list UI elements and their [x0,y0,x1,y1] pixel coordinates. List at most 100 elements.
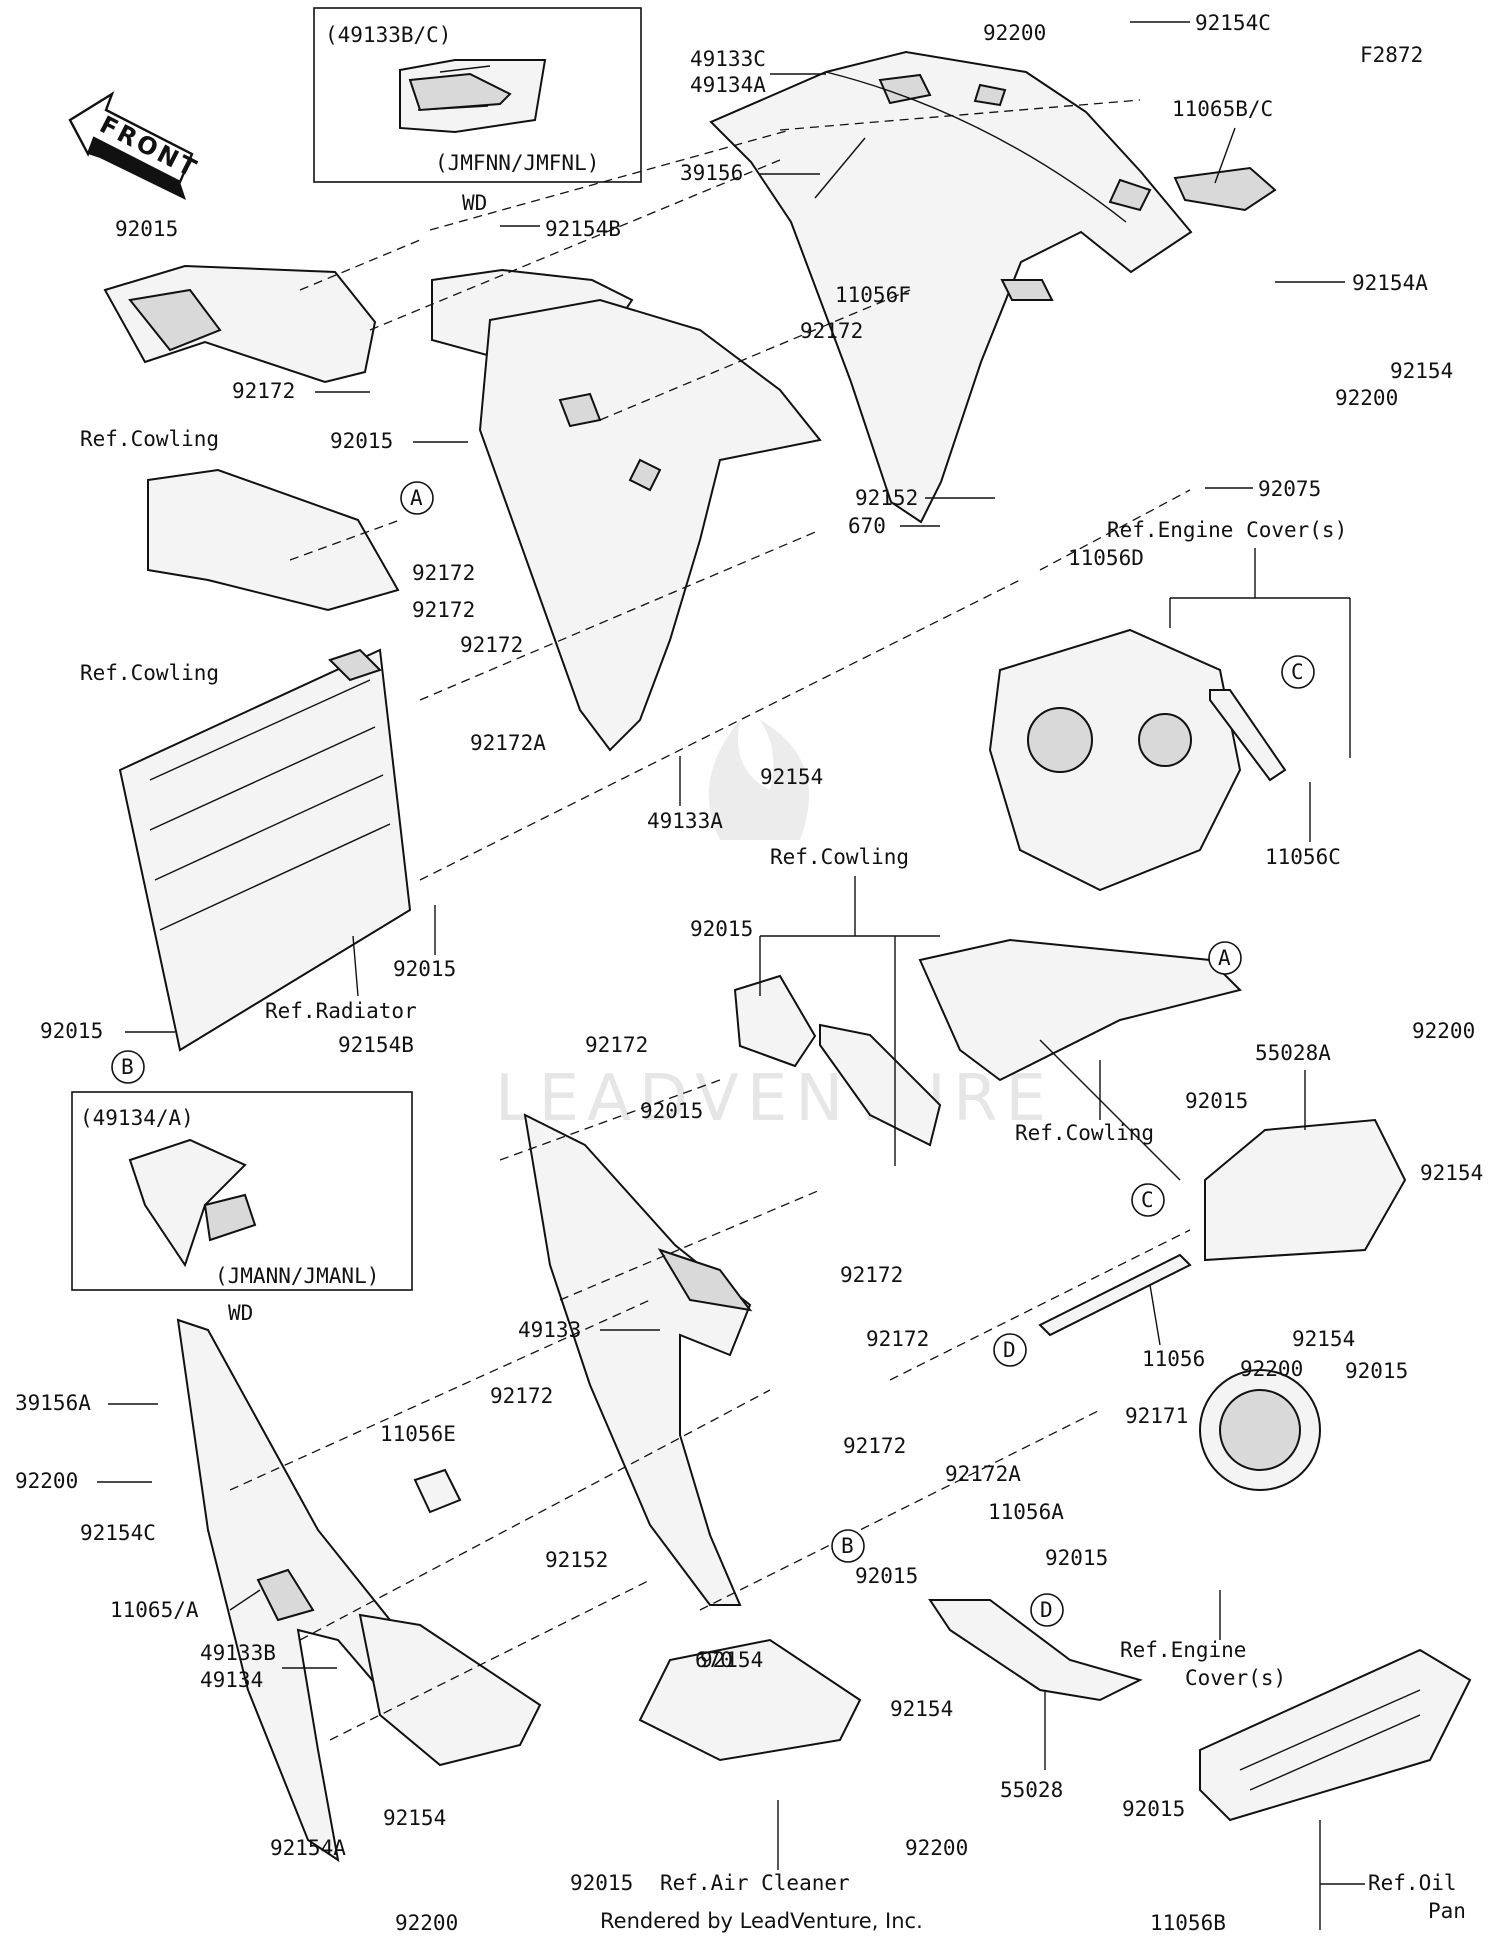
upper-cowl-shape [709,50,1193,524]
label-92172-c: 92172 [412,598,475,622]
cowling-piece-3-shape [918,938,1242,1082]
lower-fairing-left-shape [176,1318,440,1863]
part-11065a-shape [256,1568,315,1622]
inset-1-variant: (JMFNN/JMFNL) [435,151,599,175]
label-49133a: 49133A [647,809,723,833]
label-92200-top: 92200 [983,21,1046,45]
marker-b-left [111,1050,145,1084]
leader-lines [229,99,1191,1741]
label-ref-cowling-b: Ref.Cowling [80,661,219,685]
part-11056c-shape [1209,689,1287,782]
part-55028a-shape [1204,1118,1407,1262]
label-92015-j: 92015 [1045,1546,1108,1570]
inner-panel-49133a-shape [478,298,822,752]
label-92015-b: 92015 [330,429,393,453]
label-92015-i: 92015 [855,1564,918,1588]
inset-1-tag: WD [462,191,487,215]
label-92200-f: 92200 [395,1911,458,1935]
marker-a-right [1208,941,1242,975]
cowling-piece-2-shape [819,1023,942,1147]
duct-top-left-shape [103,264,377,384]
label-covers-b: Cover(s) [1185,1666,1286,1690]
label-92172-b: 92172 [412,561,475,585]
marker-c-right-text: C [1291,660,1304,684]
label-ref-cowling-d: Ref.Cowling [1015,1121,1154,1145]
inset-2-code: (49134/A) [80,1106,194,1130]
oil-pan-shape [1199,1648,1472,1822]
cowling-inner-shape [147,468,400,612]
label-92172a-a: 92172A [470,731,546,755]
label-92154-c: 92154 [1420,1161,1483,1185]
inset-2-variant: (JMANN/JMANL) [215,1264,379,1288]
label-49133b: 49133B [200,1641,276,1665]
marker-c-center [1131,1183,1165,1217]
label-ref-cowling-a: Ref.Cowling [80,427,219,451]
part-11065bc-shape [1173,166,1277,212]
marker-d-left-text: D [1003,1338,1016,1362]
cowling-piece-1-shape [733,974,817,1068]
label-11065bc: 11065B/C [1172,97,1273,121]
label-11056d: 11056D [1068,546,1144,570]
label-55028a: 55028A [1255,1041,1331,1065]
label-92154c-b: 92154C [80,1521,156,1545]
label-11056b: 11056B [1150,1911,1226,1935]
label-92200-d: 92200 [15,1469,78,1493]
label-92172-d: 92172 [460,633,523,657]
label-39156: 39156 [680,161,743,185]
labels: 49133C 49134A 92200 92154C 11065B/C 3915… [15,11,1483,1935]
part-11056-shape [1038,1253,1192,1337]
label-92154-d: 92154 [1292,1327,1355,1351]
label-49133: 49133 [518,1318,581,1342]
marker-d-right [1030,1593,1064,1627]
label-49133c: 49133C [690,47,766,71]
inset-2-tag: WD [228,1301,253,1325]
marker-b-center [831,1529,865,1563]
label-92171: 92171 [1125,1404,1188,1428]
label-92154-f: 92154 [890,1697,953,1721]
label-11056a: 11056A [988,1500,1064,1524]
label-92172-h: 92172 [866,1327,929,1351]
label-92015-h: 92015 [1345,1359,1408,1383]
label-49134a: 49134A [690,73,766,97]
label-ref-engine-b: Ref.Engine [1120,1638,1246,1662]
inset-49134a: (49134/A) (JMANN/JMANL) WD [71,1091,413,1325]
label-92015-k: 92015 [1122,1797,1185,1821]
label-92015-d: 92015 [40,1019,103,1043]
label-ref-engine-covers-a: Ref.Engine Cover(s) [1107,518,1347,542]
label-92154a-a: 92154A [1352,271,1428,295]
label-11056c: 11056C [1265,845,1341,869]
label-55028: 55028 [1000,1778,1063,1802]
marker-a-left-text: A [410,486,423,510]
label-ref-radiator: Ref.Radiator [265,999,417,1023]
label-11056e: 11056E [380,1422,456,1446]
marker-d-left [993,1333,1027,1367]
part-55028-shape [928,1599,1143,1702]
label-92015-g: 92015 [1185,1089,1248,1113]
label-92200-c: 92200 [1240,1357,1303,1381]
marker-a-right-text: A [1218,946,1231,970]
label-ref-oil: Ref.Oil [1368,1871,1457,1895]
radiator-shape [118,648,412,1052]
label-92154-e: 92154 [700,1648,763,1672]
label-670-a: 670 [848,514,886,538]
marker-a-left [400,481,434,515]
lower-fairing-tip-shape [358,1613,542,1767]
label-92172a-b: 92172A [945,1462,1021,1486]
label-92015-f: 92015 [640,1099,703,1123]
label-11056: 11056 [1142,1347,1205,1371]
label-92154-a: 92154 [760,765,823,789]
part-39156-shape [814,137,866,199]
label-92154-b: 92154 [1390,359,1453,383]
label-11056f: 11056F [835,283,911,307]
label-92172-a: 92172 [232,379,295,403]
marker-d-right-text: D [1040,1598,1053,1622]
label-92172-f: 92172 [585,1033,648,1057]
label-92172-i: 92172 [490,1384,553,1408]
inset-1-code: (49133B/C) [325,23,451,47]
label-92015-c: 92015 [393,957,456,981]
label-92015-a: 92015 [115,217,178,241]
watermark: LEADVENTURE [495,720,1046,1136]
credit-text: Rendered by LeadVenture, Inc. [600,1909,923,1933]
label-ref-air-cleaner: Ref.Air Cleaner [660,1871,850,1895]
